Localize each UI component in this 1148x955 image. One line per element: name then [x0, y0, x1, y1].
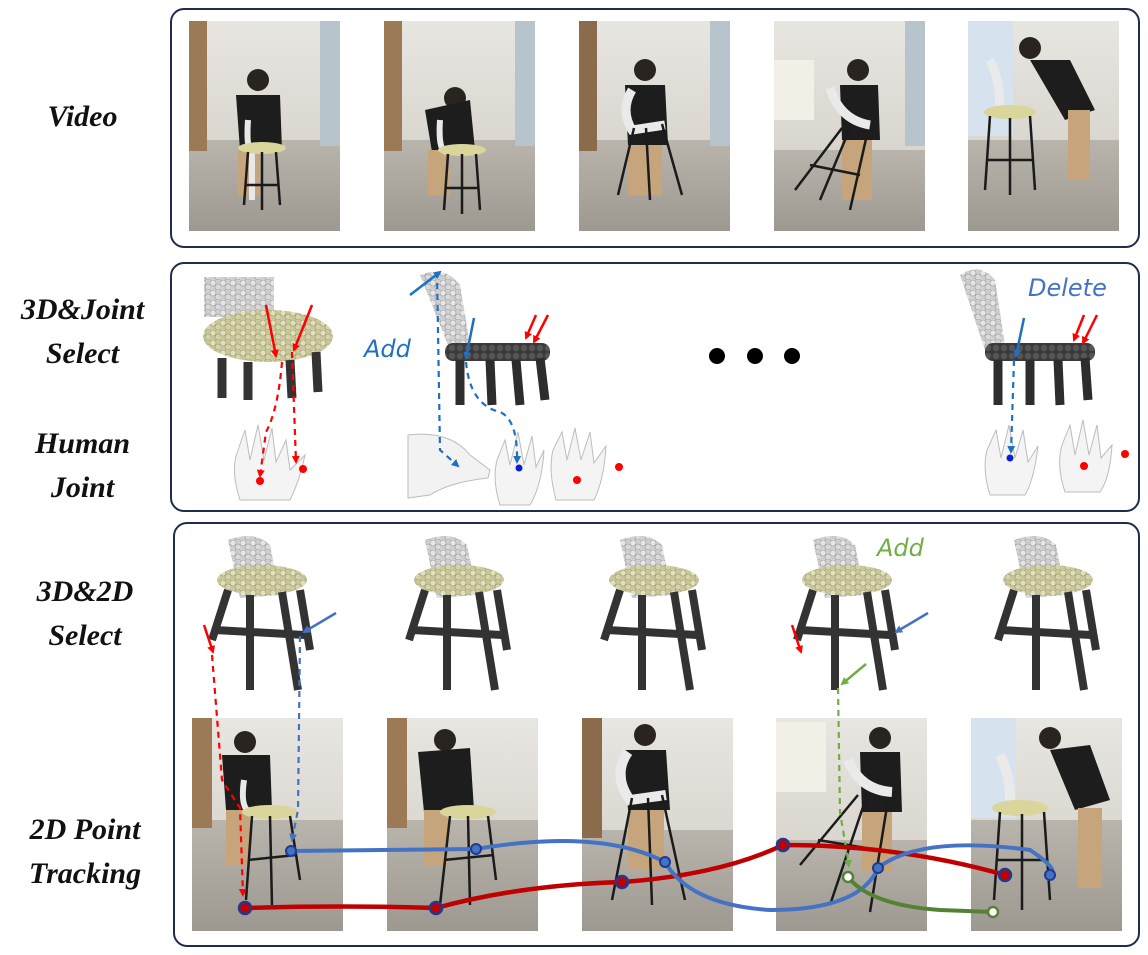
- delete-annotation: Delete: [1028, 274, 1107, 302]
- sel2d-label-line2: Select: [48, 619, 122, 652]
- hand-3: [550, 427, 623, 501]
- person-head: [1039, 727, 1061, 749]
- sel2d-chair-5: [994, 536, 1100, 691]
- hand-1: [234, 424, 307, 501]
- person-head: [1019, 37, 1041, 59]
- person-head: [634, 59, 656, 81]
- person-head: [869, 727, 891, 749]
- video-label: Video: [0, 95, 165, 139]
- video-label-text: Video: [47, 100, 118, 133]
- hand-4: [984, 424, 1039, 496]
- video-frame-4: [774, 21, 925, 231]
- tracking-paths: [237, 837, 1056, 919]
- video-frame-5: [968, 21, 1119, 231]
- joint-select-panel: [170, 262, 1140, 512]
- tracking-label-line1: 2D Point: [29, 813, 141, 846]
- video-frames: [189, 21, 1119, 231]
- video-panel: [170, 8, 1140, 248]
- joint-select-chair-1: [203, 277, 333, 400]
- hand-5: [1059, 419, 1129, 493]
- tracking-frame-4: [776, 718, 927, 931]
- joint-select-arrows: [256, 270, 1099, 478]
- blue-track: [290, 839, 1055, 913]
- person-head: [634, 724, 656, 746]
- tracking-frame-2: [387, 718, 538, 931]
- add-annotation-green: Add: [875, 534, 925, 562]
- tracking-frame-1: [192, 718, 343, 931]
- tracking-frames: [192, 718, 1122, 931]
- tracking-frame-5: [971, 718, 1122, 931]
- video-frame-3: [579, 21, 730, 231]
- sel2d-chair-2: [405, 536, 511, 691]
- human-joint-label-line2: Joint: [50, 471, 115, 504]
- video-frame-2: [384, 21, 535, 231]
- sel2d-chair-3: [600, 536, 706, 691]
- human-joint-label: Human Joint: [0, 422, 165, 510]
- tracking-label: 2D Point Tracking: [0, 808, 170, 896]
- person-head: [234, 731, 256, 753]
- human-joint-label-line1: Human: [34, 427, 131, 460]
- sel2d-arrows: [202, 611, 929, 897]
- green-track: [846, 875, 994, 914]
- sel2d-chairs: [208, 536, 1100, 691]
- joint-select-label: 3D&Joint Select: [0, 288, 165, 376]
- person-head: [434, 729, 456, 751]
- tracking-label-line2: Tracking: [28, 857, 142, 890]
- sel2d-chair-1: [208, 536, 314, 691]
- joint-select-chair-3: [960, 269, 1095, 406]
- track-points: [237, 837, 1056, 919]
- joint-select-chair-2: [420, 271, 550, 406]
- add-annotation-blue: Add: [362, 335, 412, 363]
- tracking-panel: [173, 522, 1140, 947]
- person-head: [247, 69, 269, 91]
- sel2d-chair-4: [793, 536, 899, 691]
- joint-select-label-line2: Select: [45, 337, 120, 370]
- video-frame-1: [189, 21, 340, 231]
- hand-2: [494, 431, 545, 506]
- person-head: [847, 59, 869, 81]
- ellipsis-dots: [709, 348, 800, 364]
- sel2d-label: 3D&2D Select: [0, 570, 170, 658]
- arm-shoulder: [407, 433, 491, 499]
- sel2d-label-line1: 3D&2D: [36, 575, 134, 608]
- joint-select-label-line1: 3D&Joint: [20, 293, 145, 326]
